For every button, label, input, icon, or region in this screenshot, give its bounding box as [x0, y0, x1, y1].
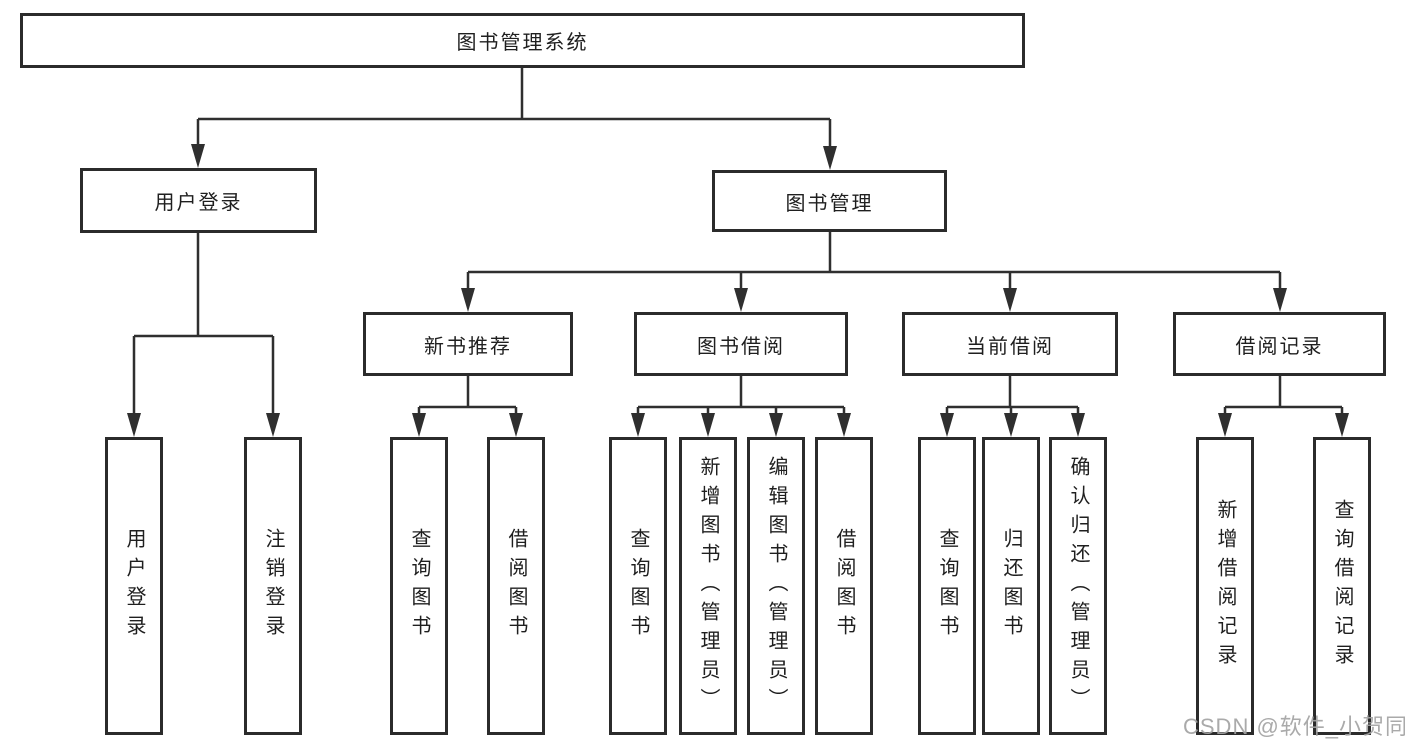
watermark: CSDN @软件_小贺同学 [1183, 714, 1405, 739]
node-label: 图书管理 [785, 192, 874, 215]
node-label: 新增借阅记录 [1214, 499, 1236, 673]
arrowhead [1335, 413, 1349, 437]
node-label: 编辑图书（管理员） [765, 455, 787, 717]
arrowhead [191, 144, 205, 168]
node-label: 借阅图书 [833, 528, 855, 644]
arrowhead [1003, 288, 1017, 312]
arrowhead [509, 413, 523, 437]
node-label: 归还图书 [1000, 528, 1022, 644]
node-label: 查询图书 [408, 528, 430, 644]
node-label: 借阅记录 [1235, 335, 1324, 358]
leaf-query-books-2: 查询图书 [609, 437, 667, 735]
node-current-borrow: 当前借阅 [902, 312, 1118, 376]
node-library-management-system: 图书管理系统 [20, 13, 1025, 68]
arrowhead [734, 288, 748, 312]
leaf-borrow-books-1: 借阅图书 [487, 437, 545, 735]
node-label: 用户登录 [154, 192, 243, 214]
node-label: 图书借阅 [697, 335, 785, 358]
node-label: 用户登录 [123, 528, 145, 644]
node-label: 新书推荐 [424, 335, 512, 358]
node-user-login-group: 用户登录 [80, 168, 317, 233]
node-label: 确认归还（管理员） [1067, 455, 1089, 717]
arrowhead [823, 146, 837, 170]
leaf-user-login: 用户登录 [105, 437, 163, 735]
leaf-query-books-3: 查询图书 [918, 437, 976, 735]
leaf-add-borrow-record: 新增借阅记录 [1196, 437, 1254, 735]
leaf-return-books: 归还图书 [982, 437, 1040, 735]
node-label: 注销登录 [262, 528, 284, 644]
node-new-book-recommend: 新书推荐 [363, 312, 573, 376]
arrowhead [631, 413, 645, 437]
node-label: 新增图书（管理员） [697, 455, 719, 717]
arrowhead [701, 413, 715, 437]
arrowhead [1273, 288, 1287, 312]
arrowhead [412, 413, 426, 437]
node-book-management-group: 图书管理 [712, 170, 947, 232]
arrowhead [1004, 413, 1018, 437]
leaf-add-books-admin: 新增图书（管理员） [679, 437, 737, 735]
arrowhead [1071, 413, 1085, 437]
node-label: 图书管理系统 [456, 32, 589, 54]
leaf-borrow-books-2: 借阅图书 [815, 437, 873, 735]
arrowhead [127, 413, 141, 437]
node-book-borrow: 图书借阅 [634, 312, 848, 376]
arrowhead [769, 413, 783, 437]
arrowhead [266, 413, 280, 437]
arrowhead [837, 413, 851, 437]
node-label: 查询图书 [936, 528, 958, 644]
arrowhead [1218, 413, 1232, 437]
node-label: 查询借阅记录 [1331, 499, 1353, 673]
leaf-query-borrow-record: 查询借阅记录 [1313, 437, 1371, 735]
node-label: 当前借阅 [966, 335, 1054, 358]
arrowhead [461, 288, 475, 312]
leaf-query-books-1: 查询图书 [390, 437, 448, 735]
leaf-edit-books-admin: 编辑图书（管理员） [747, 437, 805, 735]
node-label: 查询图书 [627, 528, 649, 644]
node-borrow-records: 借阅记录 [1173, 312, 1386, 376]
leaf-logout: 注销登录 [244, 437, 302, 735]
arrowhead [940, 413, 954, 437]
node-label: 借阅图书 [505, 528, 527, 644]
leaf-confirm-return-admin: 确认归还（管理员） [1049, 437, 1107, 735]
